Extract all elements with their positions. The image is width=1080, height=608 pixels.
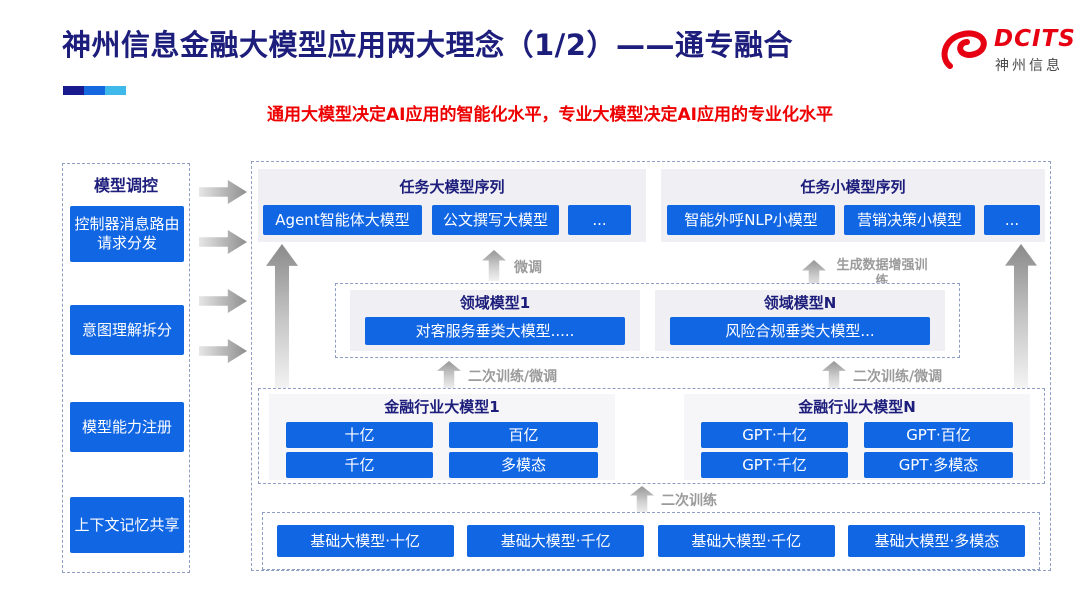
domain-model-frame: 领域模型1 对客服务垂类大模型..... 领域模型N 风险合规垂类大模型... xyxy=(335,283,960,358)
model-chip-base-100b: 基础大模型·千亿 xyxy=(467,525,645,557)
label-retrain-finetune-right: 二次训练/微调 xyxy=(853,369,943,385)
sidebar-item-capability-register: 模型能力注册 xyxy=(70,402,184,452)
accent-bar-segment xyxy=(105,86,126,95)
panel-title: 任务小模型序列 xyxy=(800,178,906,196)
sidebar-model-control: 模型调控 控制器消息路由请求分发 意图理解拆分 模型能力注册 上下文记忆共享 xyxy=(62,163,190,573)
accent-bar-segment xyxy=(63,86,84,95)
model-chip-base-100b-2: 基础大模型·千亿 xyxy=(657,525,835,557)
accent-bar xyxy=(63,86,126,95)
model-chip-gpt-100b: GPT·千亿 xyxy=(701,452,848,478)
model-chip-document: 公文撰写大模型 xyxy=(432,205,559,235)
panel-title: 金融行业大模型N xyxy=(798,398,916,416)
arrow-right-icon xyxy=(199,289,247,313)
domain-model-1-panel: 领域模型1 对客服务垂类大模型..... xyxy=(350,290,640,351)
model-chip-gpt-1b: GPT·十亿 xyxy=(701,422,848,448)
model-chip-gpt-multimodal: GPT·多模态 xyxy=(864,452,1013,478)
model-chip-ellipsis: ... xyxy=(984,205,1040,235)
task-large-model-panel: 任务大模型序列 Agent智能体大模型 公文撰写大模型 ... xyxy=(258,169,646,242)
dcits-swoosh-icon xyxy=(941,30,987,69)
model-chip-marketing: 营销决策小模型 xyxy=(844,205,975,235)
model-chip-multimodal: 多模态 xyxy=(449,452,598,478)
sidebar-title: 模型调控 xyxy=(93,176,158,195)
arrow-right-icon xyxy=(199,180,247,204)
panel-title: 任务大模型序列 xyxy=(399,178,505,196)
panel-title: 领域模型N xyxy=(763,294,837,312)
model-chip-base-multimodal: 基础大模型·多模态 xyxy=(848,525,1026,557)
arrow-right-icon xyxy=(199,230,247,254)
subtitle: 通用大模型决定AI应用的智能化水平，专业大模型决定AI应用的专业化水平 xyxy=(267,105,833,125)
model-chip-risk-compliance: 风险合规垂类大模型... xyxy=(670,317,930,345)
label-finetune: 微调 xyxy=(514,260,542,276)
model-chip-base-1b: 基础大模型·十亿 xyxy=(276,525,454,557)
panel-title: 领域模型1 xyxy=(459,294,531,312)
sidebar-item-context-share: 上下文记忆共享 xyxy=(70,497,184,553)
model-chip-nlp-callout: 智能外呼NLP小模型 xyxy=(667,205,835,235)
industry-model-1-panel: 金融行业大模型1 十亿 百亿 千亿 多模态 xyxy=(269,394,615,480)
sidebar-item-intent-split: 意图理解拆分 xyxy=(70,305,184,355)
logo-brand-cn: 神州信息 xyxy=(995,58,1063,74)
model-chip-10b: 百亿 xyxy=(449,422,598,448)
model-chip-1b: 十亿 xyxy=(286,422,433,448)
panel-title: 金融行业大模型1 xyxy=(384,398,500,416)
arrow-right-icon xyxy=(199,339,247,363)
page-title: 神州信息金融大模型应用两大理念（1/2）——通专融合 xyxy=(62,28,793,62)
model-chip-customer-service: 对客服务垂类大模型..... xyxy=(365,317,625,345)
model-chip-100b: 千亿 xyxy=(286,452,433,478)
dcits-logo: DCITS 神州信息 xyxy=(938,22,1075,80)
accent-bar-segment xyxy=(84,86,105,95)
logo-brand-text: DCITS xyxy=(994,26,1076,52)
model-chip-ellipsis: ... xyxy=(568,205,631,235)
label-retrain-finetune-left: 二次训练/微调 xyxy=(468,369,558,385)
label-retrain: 二次训练 xyxy=(661,493,717,509)
model-chip-gpt-10b: GPT·百亿 xyxy=(864,422,1013,448)
task-small-model-panel: 任务小模型序列 智能外呼NLP小模型 营销决策小模型 ... xyxy=(661,169,1045,242)
domain-model-n-panel: 领域模型N 风险合规垂类大模型... xyxy=(655,290,945,351)
industry-model-frame: 金融行业大模型1 十亿 百亿 千亿 多模态 金融行业大模型N GPT·十亿 GP… xyxy=(258,388,1045,484)
base-model-frame: 基础大模型·十亿 基础大模型·千亿 基础大模型·千亿 基础大模型·多模态 xyxy=(262,512,1040,570)
model-chip-agent: Agent智能体大模型 xyxy=(263,205,422,235)
sidebar-item-controller-routing: 控制器消息路由请求分发 xyxy=(70,206,184,262)
industry-model-n-panel: 金融行业大模型N GPT·十亿 GPT·百亿 GPT·千亿 GPT·多模态 xyxy=(684,394,1030,480)
